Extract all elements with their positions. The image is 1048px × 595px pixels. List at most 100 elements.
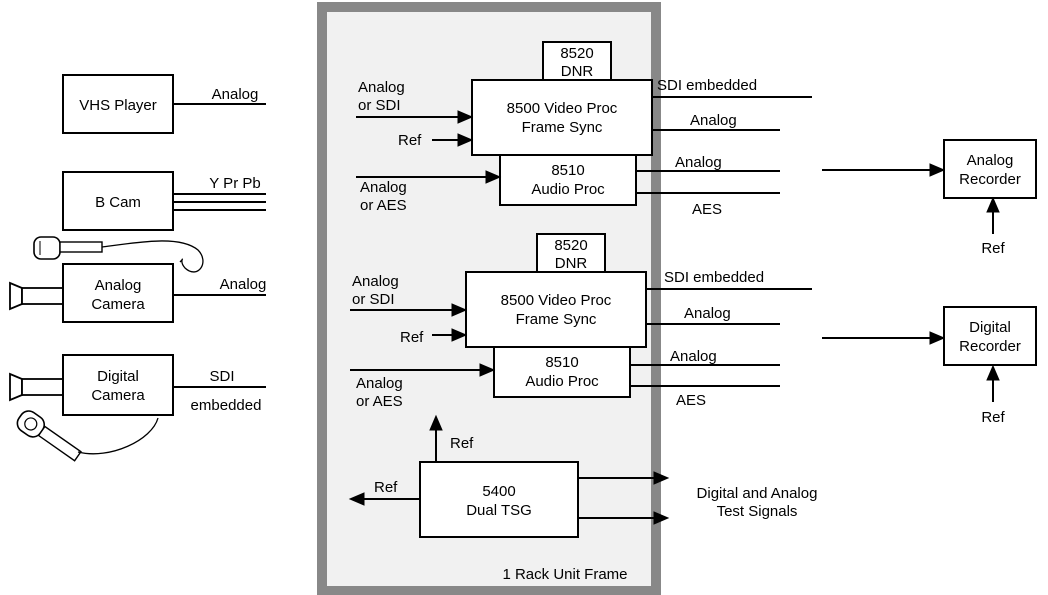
tsg-output-arrow-1 [653,471,670,485]
ch1-audio-proc-box [499,154,637,206]
tsg-output-arrow-2 [653,511,670,525]
ch1-video-input-label-1: Analog [358,79,405,96]
digital-camera-lens-barrel-icon [21,378,65,396]
ch1-ref-label: Ref [398,132,422,149]
tsg-ref-up-label: Ref [450,435,474,452]
digital-camera: Digital Camera SDI embedded [9,354,266,462]
ch1-audio-input-label-1: Analog [360,179,407,196]
digital-camera-box [62,354,174,416]
ch2-ref-label: Ref [400,329,424,346]
ch2-audio-input-label-2: or AES [356,393,403,410]
digital-camera-label-2: Camera [91,387,145,404]
digital-recorder-label-1: Digital [969,319,1011,336]
ch1-ref-arrow [457,133,474,147]
analog-recorder-ref-label: Ref [981,240,1005,257]
ch1-video-input-arrow [457,110,474,124]
ch1-audio-input-label-2: or AES [360,197,407,214]
microphone-icon [33,236,61,260]
ch2-audio-proc-label-1: 8510 [545,354,578,371]
ch2-analog-video-label: Analog [684,305,731,322]
analog-camera-output-label: Analog [220,276,267,293]
analog-recorder-label-2: Recorder [959,171,1021,188]
analog-recorder-label-1: Analog [967,152,1014,169]
ch2-audio-proc-label-2: Audio Proc [525,373,599,390]
tsg-ref-left-arrow [348,492,365,506]
digital-microphone-icon [16,410,82,462]
ch1-sdi-output-label: SDI embedded [657,77,757,94]
analog-camera-label-1: Analog [95,277,142,294]
vhs-output-label: Analog [212,86,259,103]
ch1-video-proc-box [471,79,653,156]
digital-recorder: Digital Recorder Ref [822,306,1037,426]
digital-recorder-input-arrow [929,331,946,345]
analog-recorder-ref-arrow [986,196,1000,213]
ch2-audio-proc-box [493,346,631,398]
ch1-dnr-box [542,41,612,83]
microphone-cable-icon [101,240,204,273]
rack-frame-caption: 1 Rack Unit Frame [502,566,627,583]
tsg-label-2: Dual TSG [466,502,532,519]
digital-microphone-cable-icon [77,417,159,455]
ch2-audio-input-label-1: Analog [356,375,403,392]
digital-recorder-box [943,306,1037,366]
ch1-video-proc-label-2: Frame Sync [522,119,603,136]
ch1-audio-proc-label-1: 8510 [551,162,584,179]
ch1-audio-proc-label-2: Audio Proc [531,181,605,198]
ch2-video-input-arrow [451,303,468,317]
analog-recorder-input-arrow [929,163,946,177]
ch2-dnr-label-2: DNR [555,255,588,272]
channel-2: 8520 DNR 8500 Video Proc Frame Sync 8510… [350,233,812,410]
b-cam-label: B Cam [95,194,141,211]
channel-1: 8520 DNR 8500 Video Proc Frame Sync 8510… [356,41,812,218]
ch1-analog-video-label: Analog [690,112,737,129]
ch1-video-input-label-2: or SDI [358,97,401,114]
ch1-aes-label: AES [692,201,722,218]
ch2-video-proc-label-1: 8500 Video Proc [501,292,612,309]
ch1-analog-audio-label: Analog [675,154,722,171]
b-cam-output-label: Y Pr Pb [209,175,260,192]
ch1-video-proc-label-1: 8500 Video Proc [507,100,618,117]
tsg-box [419,461,579,538]
tsg-output-label-1: Digital and Analog [697,485,818,502]
analog-camera-label-2: Camera [91,296,145,313]
ch2-video-proc-box [465,271,647,348]
digital-camera-output-label-1: SDI [209,368,234,385]
ch1-dnr-label-1: 8520 [560,45,593,62]
digital-recorder-ref-arrow [986,364,1000,381]
digital-recorder-label-2: Recorder [959,338,1021,355]
ch2-video-input-label-2: or SDI [352,291,395,308]
camera-lens-icon [9,281,23,311]
digital-camera-output-label-2: embedded [191,397,262,414]
digital-recorder-ref-label: Ref [981,409,1005,426]
ch2-dnr-box [536,233,606,275]
ch2-analog-audio-label: Analog [670,348,717,365]
ch1-audio-input-arrow [485,170,502,184]
digital-camera-lens-icon [9,372,23,402]
ch2-audio-input-arrow [479,363,496,377]
ch2-sdi-output-label: SDI embedded [664,269,764,286]
ch2-video-input-label-1: Analog [352,273,399,290]
ch1-dnr-label-2: DNR [561,63,594,80]
vhs-player-label: VHS Player [79,97,157,114]
ch2-ref-arrow [451,328,468,342]
vhs-player: VHS Player Analog [62,74,266,134]
tsg-ref-up-arrow [429,414,443,431]
analog-recorder: Analog Recorder Ref [822,139,1037,257]
tsg-label-1: 5400 [482,483,515,500]
ch2-dnr-label-1: 8520 [554,237,587,254]
tsg-ref-left-label: Ref [374,479,398,496]
analog-camera: Analog Camera Analog [9,236,267,323]
camera-lens-barrel-icon [21,287,65,305]
digital-camera-label-1: Digital [97,368,139,385]
b-cam-box [62,171,174,231]
b-cam: B Cam Y Pr Pb [62,171,266,231]
ch2-aes-label: AES [676,392,706,409]
tsg-output-label-2: Test Signals [717,503,798,520]
microphone-handle-icon [59,241,103,253]
analog-recorder-box [943,139,1037,199]
vhs-player-box [62,74,174,134]
analog-camera-box [62,263,174,323]
ch2-video-proc-label-2: Frame Sync [516,311,597,328]
test-signal-generator: Ref 5400 Dual TSG Ref Digital and Analog… [348,414,818,538]
